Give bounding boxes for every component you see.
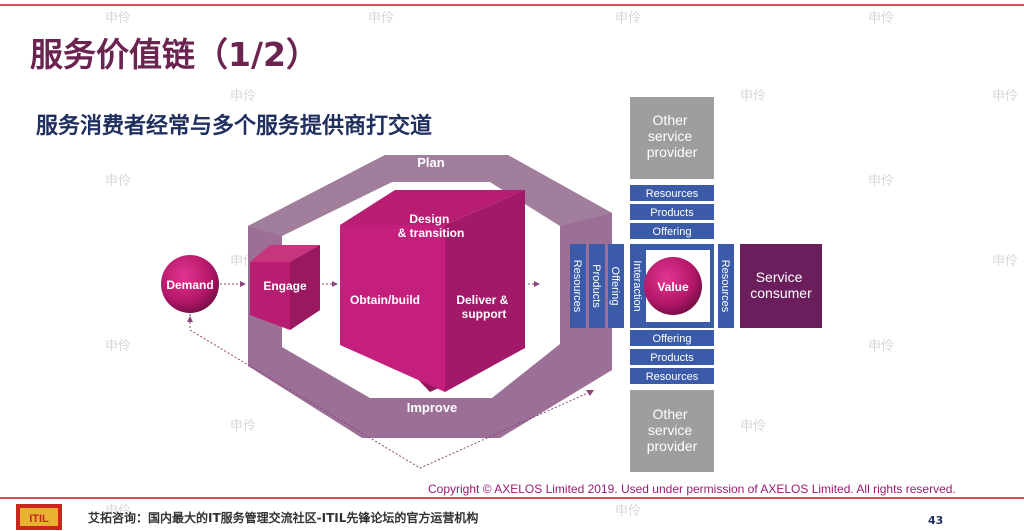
design-label: Design (409, 212, 449, 226)
service-consumer-line-1: Service (756, 269, 803, 285)
watermark: 申伶 (740, 88, 766, 103)
watermark: 申伶 (868, 10, 894, 25)
watermark: 申伶 (992, 88, 1018, 103)
watermark: 申伶 (615, 503, 641, 518)
frame-top-face (248, 155, 612, 236)
page-number: 43 (928, 514, 944, 527)
deliver-label: Deliver & (456, 293, 508, 307)
footer-text: 艾拓咨询：国内最大的IT服务管理交流社区-ITIL先锋论坛的官方运营机构 (88, 511, 479, 525)
top-stack-resources-label: Resources (646, 188, 699, 200)
value-label: Value (657, 280, 689, 294)
cube-top-face (340, 190, 525, 225)
demand-sphere (161, 255, 219, 313)
bottom-stack-products-bar (630, 349, 714, 365)
watermark: 申伶 (105, 10, 131, 25)
watermark: 申伶 (230, 88, 256, 103)
interaction-label: Interaction (631, 260, 643, 311)
slide-subtitle: 服务消费者经常与多个服务提供商打交道 (36, 114, 433, 139)
bottom-stack-products-label: Products (650, 352, 694, 364)
other-provider-top-label: Other service provider (647, 112, 698, 160)
service-consumer-line-2: consumer (750, 285, 812, 301)
watermark: 申伶 (368, 10, 394, 25)
other-provider-bottom-box (630, 390, 714, 472)
demand-label: Demand (166, 278, 213, 292)
plan-label: Plan (417, 155, 445, 170)
service-consumer-label: Service consumer (750, 269, 812, 301)
top-stack-resources-bar (630, 185, 714, 201)
vertical-offering-bar (608, 244, 624, 328)
watermark: 申伶 (105, 173, 131, 188)
copyright-notice: Copyright © AXELOS Limited 2019. Used un… (428, 482, 956, 496)
cube-right-face (445, 190, 525, 392)
other-provider-top-box (630, 97, 714, 179)
other-provider-bottom-line-1: Other (653, 406, 688, 422)
top-stack-offering-label: Offering (653, 226, 692, 238)
vertical-right-resources-bar (718, 244, 734, 328)
improve-label: Improve (407, 400, 458, 415)
bottom-accent-line (0, 497, 1024, 499)
bottom-stack-resources-bar (630, 368, 714, 384)
vertical-right-resources-label: Resources (719, 260, 731, 313)
watermark: 申伶 (992, 253, 1018, 268)
other-provider-bottom-label: Other service provider (647, 406, 698, 454)
vertical-offering-label: Offering (609, 267, 621, 306)
top-accent-line (0, 4, 1024, 6)
cube-front-face (340, 225, 445, 392)
engage-label: Engage (263, 279, 307, 293)
bottom-stack-offering-bar (630, 330, 714, 346)
value-sphere (644, 257, 702, 315)
watermark: 申伶 (740, 418, 766, 433)
other-provider-bottom-line-2: service (648, 422, 693, 438)
engage-cube-top (250, 245, 320, 262)
bottom-stack-offering-label: Offering (653, 333, 692, 345)
other-provider-top-line-3: provider (647, 144, 698, 160)
watermark: 申伶 (105, 338, 131, 353)
logo-text: ITIL (29, 513, 49, 525)
design-transition-label: Design & transition (398, 212, 465, 240)
watermark: 申伶 (868, 173, 894, 188)
vertical-resources-bar (570, 244, 586, 328)
watermark: 申伶 (105, 503, 131, 518)
vertical-products-bar (589, 244, 605, 328)
other-provider-top-line-2: service (648, 128, 693, 144)
bottom-stack-resources-label: Resources (646, 371, 699, 383)
service-consumer-box (740, 244, 822, 328)
vertical-products-label: Products (590, 264, 602, 308)
vertical-resources-label: Resources (571, 260, 583, 313)
itil-logo: ITIL (16, 504, 62, 530)
watermark: 申伶 (868, 338, 894, 353)
transition-label: & transition (398, 226, 465, 240)
deliver-support-label: Deliver & support (456, 293, 511, 321)
obtain-build-label: Obtain/build (350, 293, 420, 307)
other-provider-top-line-1: Other (653, 112, 688, 128)
slide-title: 服务价值链（1/2） (30, 35, 319, 74)
watermark: 申伶 (230, 418, 256, 433)
engage-cube-side (290, 245, 320, 330)
top-stack-offering-bar (630, 223, 714, 239)
connector-arrowheads (187, 281, 594, 396)
watermark: 申伶 (615, 10, 641, 25)
top-stack-products-bar (630, 204, 714, 220)
support-label: support (462, 307, 507, 321)
other-provider-bottom-line-3: provider (647, 438, 698, 454)
top-stack-products-label: Products (650, 207, 694, 219)
